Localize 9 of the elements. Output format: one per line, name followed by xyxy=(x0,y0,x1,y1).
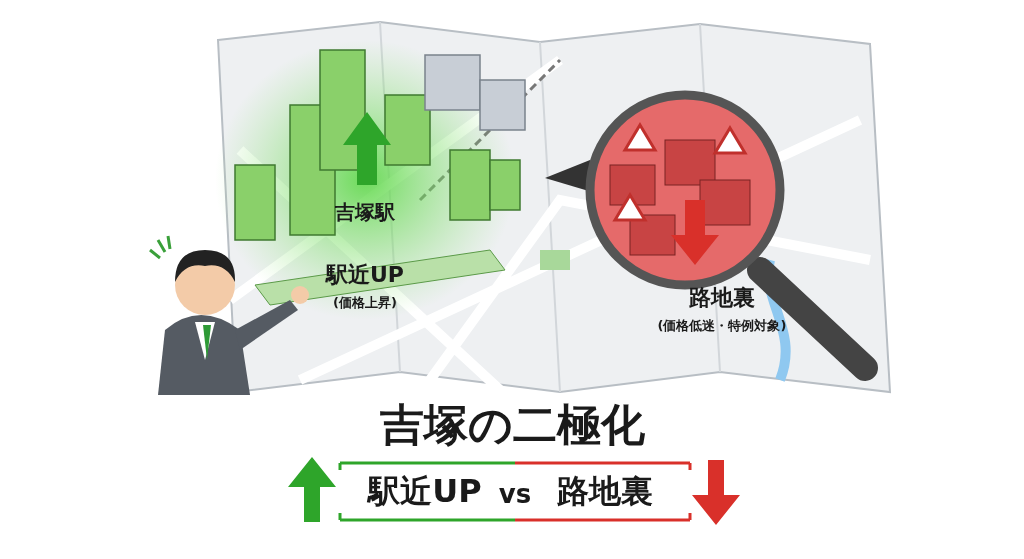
place-label: 駅近UP xyxy=(326,261,404,289)
comparison-label: 路地裏 xyxy=(557,471,653,512)
place-label: 路地裏 xyxy=(689,284,755,312)
comparison-label: 駅近UP xyxy=(368,471,482,512)
vs-label: vs xyxy=(498,479,532,509)
note-text: (価格上昇) xyxy=(333,294,397,312)
place-label: 吉塚駅 xyxy=(335,198,395,226)
note-text: (価格低迷・特例対象) xyxy=(657,317,787,335)
title: 吉塚の二極化 xyxy=(379,397,645,452)
